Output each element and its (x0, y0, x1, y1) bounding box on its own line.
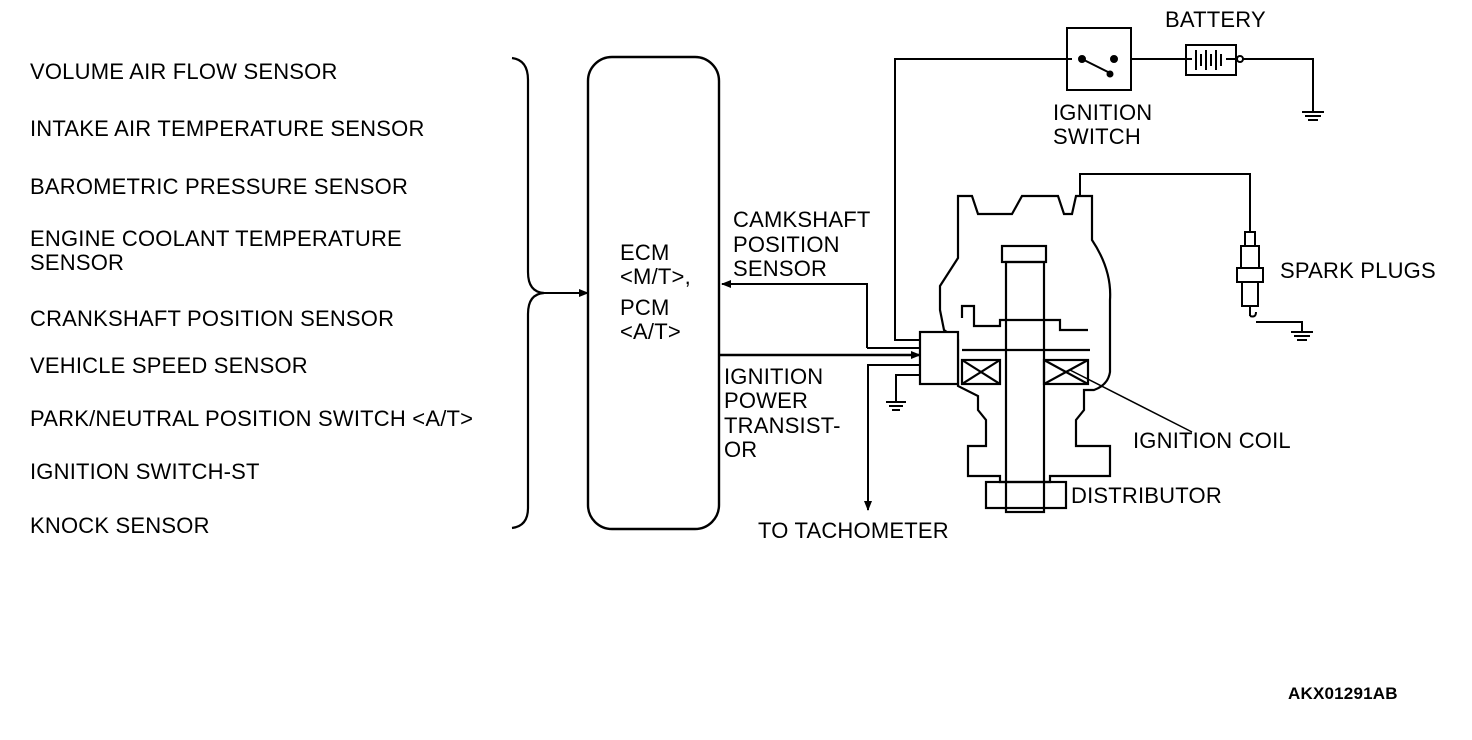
ignition-switch-icon (1066, 27, 1132, 91)
transistor-ground-icon (886, 374, 920, 411)
battery-label: BATTERY (1165, 7, 1266, 32)
tachometer-label: TO TACHOMETER (758, 518, 949, 543)
distributor-connector (918, 330, 960, 386)
ignition-switch-label-line1: IGNITION (1053, 100, 1153, 125)
sensor-label-knock: KNOCK SENSOR (30, 513, 210, 538)
spark-plugs-label: SPARK PLUGS (1280, 258, 1436, 283)
power-transistor-label-line3: TRANSIST- (724, 413, 841, 438)
sensor-group-brace (511, 56, 545, 530)
spark-plug-ground-icon (1256, 321, 1313, 341)
sensor-label-vehicle-speed: VEHICLE SPEED SENSOR (30, 353, 308, 378)
tachometer-line (864, 364, 920, 511)
ecm-label-line1: ECM (620, 240, 670, 265)
power-transistor-label-line1: IGNITION (724, 364, 824, 389)
spark-plug-lead (1079, 173, 1251, 232)
ecm-label-line4: <A/T> (620, 319, 681, 344)
ecm-box (586, 55, 721, 531)
distributor-icon (938, 194, 1112, 514)
sensor-label-engine-coolant-temperature: ENGINE COOLANT TEMPERATURE (30, 226, 402, 251)
figure-reference: AKX01291AB (1288, 684, 1398, 703)
sensor-label-engine-coolant-temperature-line2: SENSOR (30, 250, 125, 275)
sensor-label-intake-air-temperature: INTAKE AIR TEMPERATURE SENSOR (30, 116, 425, 141)
ecm-label-line2: <M/T>, (620, 264, 691, 289)
ignition-switch-label-line2: SWITCH (1053, 124, 1141, 149)
supply-wire (894, 58, 1072, 341)
ignition-coil-label: IGNITION COIL (1133, 428, 1291, 453)
battery-ground-icon (1243, 58, 1324, 121)
distributor-label: DISTRIBUTOR (1071, 483, 1222, 508)
camshaft-signal-line (721, 280, 868, 348)
sensor-label-barometric-pressure: BAROMETRIC PRESSURE SENSOR (30, 174, 409, 199)
camshaft-label-line1: CAMKSHAFT (733, 207, 871, 232)
sensor-label-crankshaft-position: CRANKSHAFT POSITION SENSOR (30, 306, 395, 331)
sensor-label-park-neutral-switch: PARK/NEUTRAL POSITION SWITCH <A/T> (30, 406, 474, 431)
ignition-coil-leader (1069, 369, 1193, 433)
power-transistor-label-line4: OR (724, 437, 758, 462)
camshaft-label-line3: SENSOR (733, 256, 828, 281)
sensor-label-ignition-switch-st: IGNITION SWITCH-ST (30, 459, 260, 484)
ecm-label-line3: PCM (620, 295, 670, 320)
battery-icon (1183, 44, 1244, 76)
power-transistor-label-line2: POWER (724, 388, 809, 413)
spark-plug-icon (1236, 231, 1264, 318)
sensor-label-volume-air-flow: VOLUME AIR FLOW SENSOR (30, 59, 338, 84)
camshaft-label-line2: POSITION (733, 232, 840, 257)
